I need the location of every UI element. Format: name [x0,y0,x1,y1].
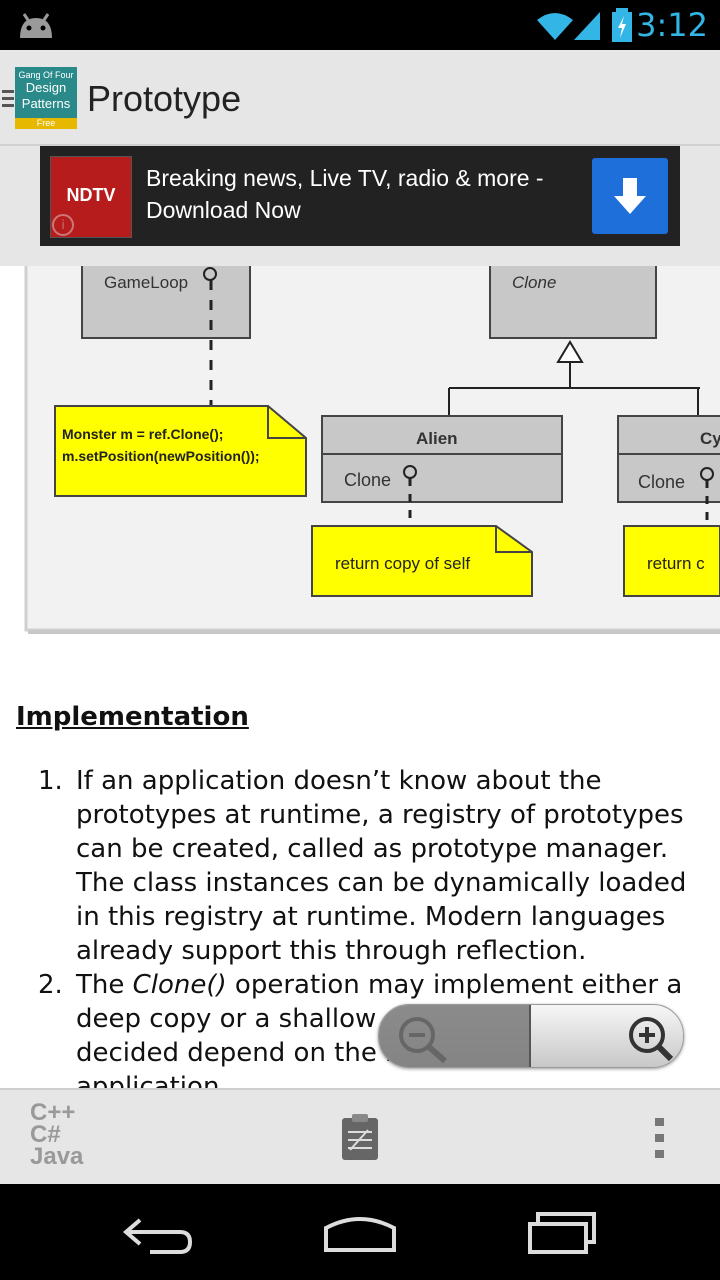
signal-icon [574,12,600,40]
alien-label: Alien [416,429,458,448]
lang-csharp: C# [30,1121,61,1148]
implementation-list: 1. If an application doesn’t know about … [0,764,720,1088]
alien-box [321,415,563,503]
ad-download-button[interactable] [592,158,668,234]
action-bar: Gang Of Four Design Patterns Free Protot… [0,50,720,146]
logo-badge: Free [15,118,77,129]
zoom-in-button[interactable] [531,1005,683,1067]
list-item-text-pre: The [76,970,133,1000]
list-item-code: Clone() [132,970,227,1000]
download-arrow-icon [614,178,646,214]
cyclops-box [617,415,720,503]
status-time: 3:12 [636,6,708,44]
ad-brand: NDTV [66,185,116,205]
lang-cpp: C++ [30,1099,76,1126]
page-title: Prototype [87,78,242,119]
list-item-number: 2. [38,970,63,1000]
note-cyclops-text: return c [647,554,705,573]
navigation-bar [0,1184,720,1280]
battery-icon [612,8,632,42]
list-item-number: 1. [38,766,63,796]
logo-line-2: Design [25,80,67,95]
note-cyclops [623,525,720,597]
overflow-menu-icon[interactable] [652,1116,668,1162]
recent-apps-icon[interactable] [522,1210,602,1260]
ad-banner[interactable]: NDTV i Breaking news, Live TV, radio & m… [40,146,680,246]
uml-diagram: GameLoop Clone Monster m = ref.Clone(); … [0,266,720,646]
status-bar: 3:12 [0,0,720,50]
note-left [54,405,307,497]
lang-java: Java [30,1143,84,1170]
note-alien [311,525,533,597]
list-item: 1. If an application doesn’t know about … [0,764,720,968]
zoom-controls [378,1004,684,1068]
alien-clone-label: Clone [344,470,391,490]
ad-text: Breaking news, Live TV, radio & more - D… [146,165,544,223]
list-item-text: If an application doesn’t know about the… [76,766,687,966]
zoom-out-button[interactable] [379,1005,531,1067]
gameloop-label: GameLoop [104,273,188,292]
zoom-in-icon [629,1017,674,1062]
language-selector-button[interactable]: C++ C# Java [30,1099,100,1174]
zoom-divider [529,1005,531,1067]
wifi-icon [537,13,573,40]
drawer-icon[interactable] [2,90,14,110]
cyclops-label: Cy [700,429,720,448]
bottom-action-bar: C++ C# Java [0,1088,720,1186]
clipboard-icon[interactable] [340,1112,380,1162]
ad-container: NDTV i Breaking news, Live TV, radio & m… [0,146,720,266]
android-icon [20,13,52,38]
zoom-out-icon [399,1017,447,1064]
cyclops-clone-label: Clone [638,472,685,492]
logo-line-3: Patterns [21,96,71,111]
app-logo[interactable]: Gang Of Four Design Patterns Free [15,67,77,129]
logo-line-1: Gang Of Four [18,70,74,80]
ad-info-icon[interactable]: i [52,214,74,236]
prototype-clone-label: Clone [512,273,556,292]
section-heading: Implementation [16,702,249,732]
prototype-box [489,266,657,339]
gameloop-box [81,266,251,339]
note-left-line-1: Monster m = ref.Clone(); [62,426,223,442]
note-left-line-2: m.setPosition(newPosition()); [62,448,260,464]
home-icon[interactable] [320,1210,400,1260]
back-icon[interactable] [120,1210,200,1260]
note-alien-text: return copy of self [335,554,470,573]
